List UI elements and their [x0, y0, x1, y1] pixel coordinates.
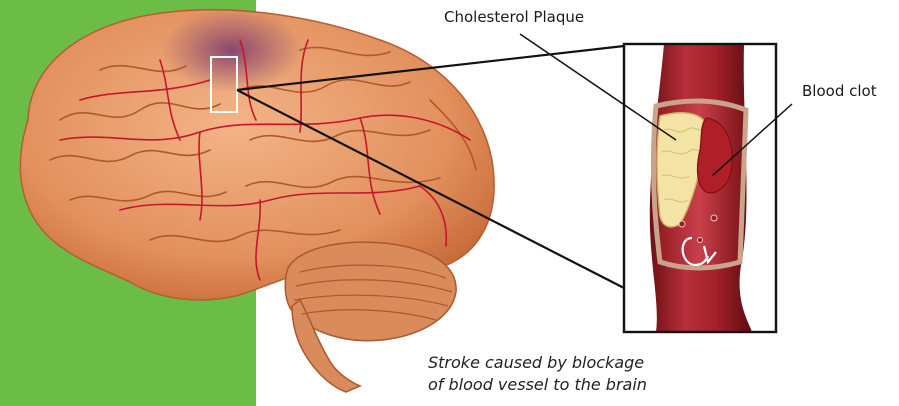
caption-line-1: Stroke caused by blockage: [428, 352, 647, 374]
vessel-inset: [624, 44, 776, 332]
caption: Stroke caused by blockage of blood vesse…: [428, 352, 647, 396]
blood-clot-label: Blood clot: [802, 82, 877, 100]
caption-line-2: of blood vessel to the brain: [428, 374, 647, 396]
bruise-region: [162, 8, 302, 92]
cholesterol-plaque-label: Cholesterol Plaque: [444, 8, 584, 26]
